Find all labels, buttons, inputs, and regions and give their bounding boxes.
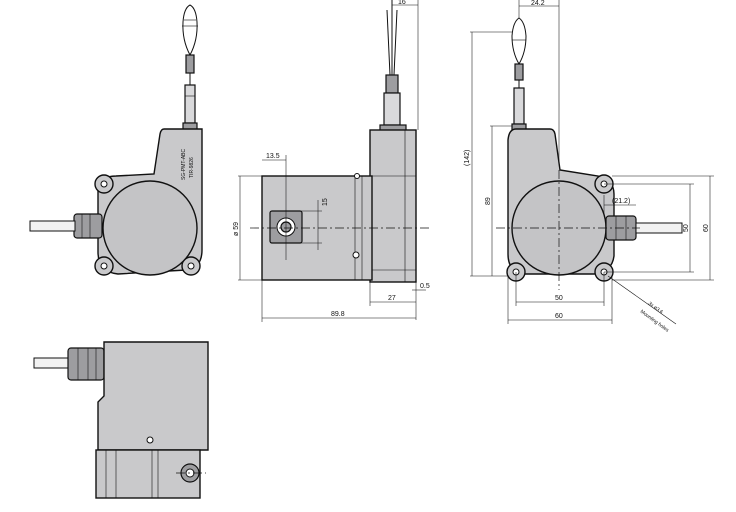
side-cable-sleeve — [383, 92, 401, 126]
hook — [182, 4, 198, 85]
dim-142: (142) — [464, 150, 471, 166]
dim-89-8: 89.8 — [331, 311, 345, 318]
dim-21-2: (21.2) — [612, 198, 630, 205]
side-screw — [352, 251, 360, 259]
front-view: SG-PMT-ABC TIR-9826 — [29, 4, 203, 276]
dim-89: 89 — [485, 197, 492, 205]
bottom-screw — [146, 436, 154, 444]
front-hole-bottom-right — [187, 262, 195, 270]
dim-diameter: ø 59 — [233, 222, 240, 236]
device-label-1: SG-PMT-ABC — [181, 148, 187, 180]
front-hole-top-left — [100, 180, 108, 188]
dim-15: 15 — [322, 198, 329, 206]
dim-13-5: 13.5 — [266, 153, 280, 160]
dim-50-vertical: 50 — [683, 224, 690, 232]
dim-24-2: 24.2 — [531, 0, 545, 7]
rear-cable — [635, 222, 683, 234]
rear-view: 24.2 (142) 89 (21.2) 50 — [464, 0, 714, 334]
device-label-2: TIR-9826 — [189, 157, 195, 178]
front-cable — [29, 220, 76, 232]
front-hole-bottom-left — [100, 262, 108, 270]
front-cable-gland — [73, 213, 103, 239]
dim-60-vertical: 60 — [703, 224, 710, 232]
mounting-holes-label: Mounting holes — [639, 309, 670, 334]
dim-0-5: 0.5 — [420, 283, 430, 290]
bottom-cable-gland — [67, 347, 105, 381]
dim-27: 27 — [388, 295, 396, 302]
dim-50-horizontal: 50 — [555, 295, 563, 302]
dim-60-horizontal: 60 — [555, 313, 563, 320]
bottom-upper-housing — [97, 341, 209, 451]
bottom-view — [33, 341, 209, 499]
cable-sleeve — [184, 84, 196, 124]
side-view: 16 13.5 ø 59 15 2 — [233, 0, 430, 322]
side-flange — [369, 129, 417, 283]
dim-16: 16 — [398, 0, 406, 6]
front-drum — [102, 180, 198, 276]
